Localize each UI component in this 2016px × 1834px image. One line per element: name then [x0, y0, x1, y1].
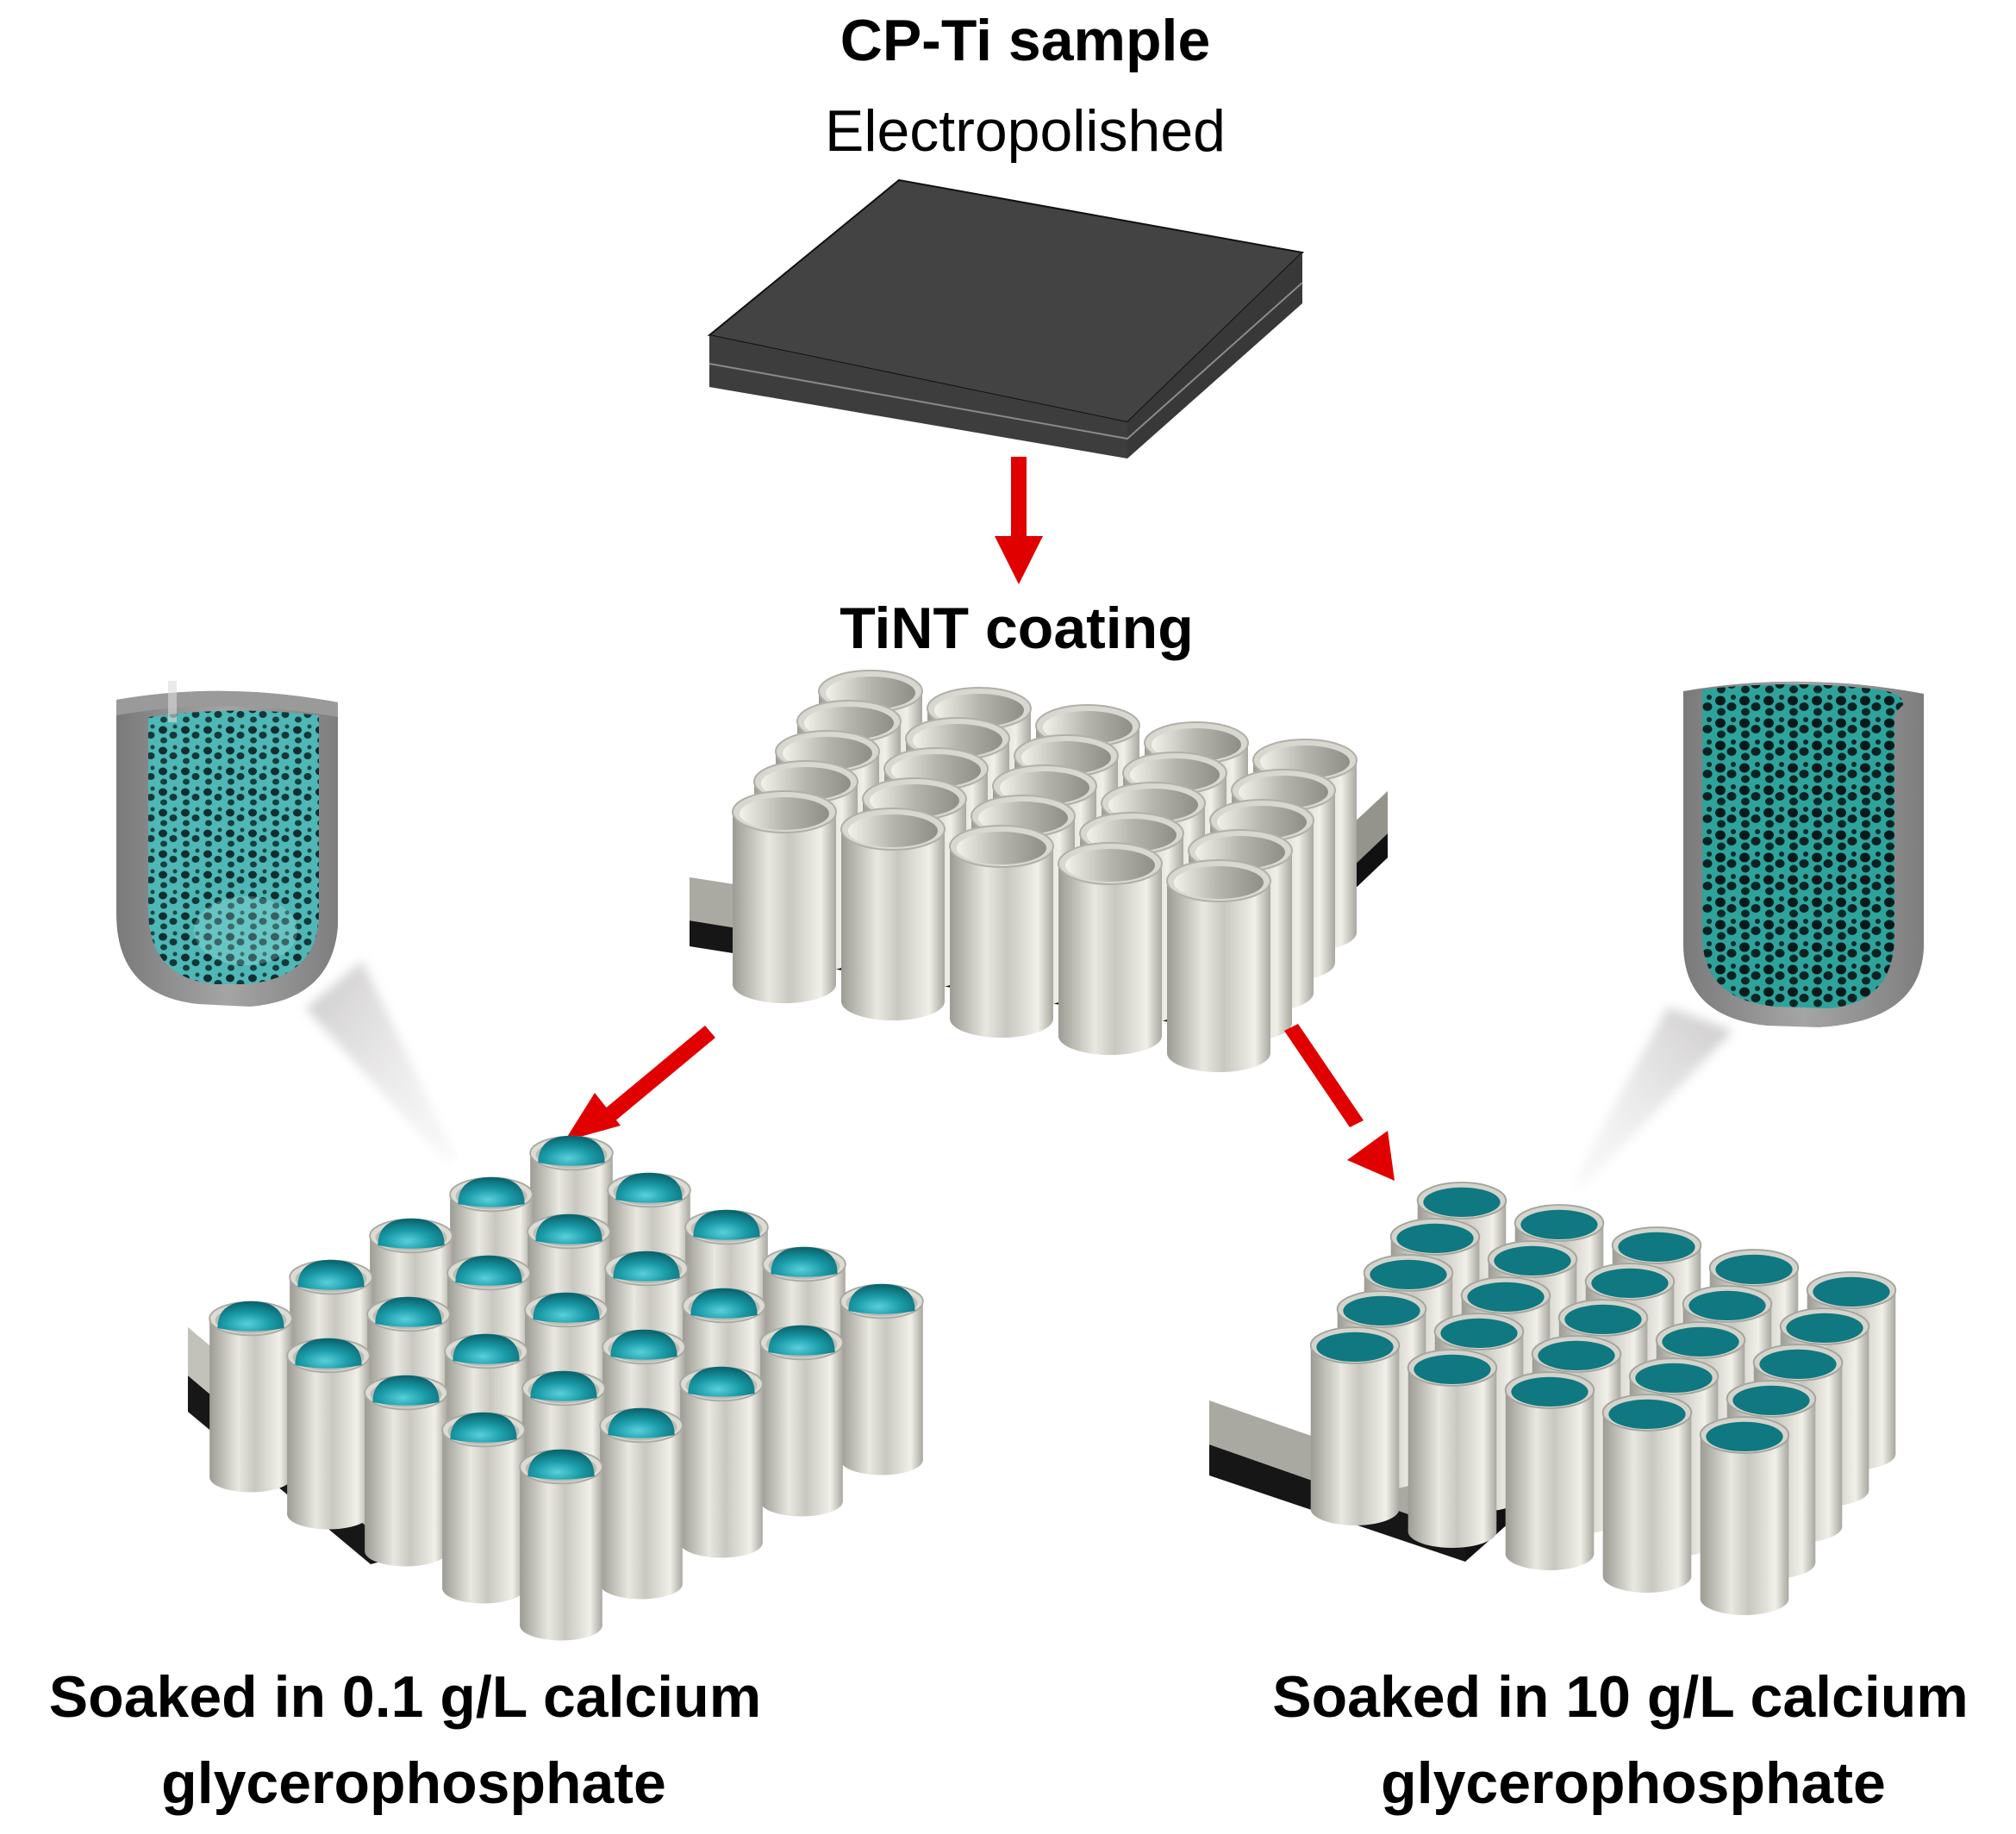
bottom-left-caption-line2: glycerophosphate — [161, 1750, 666, 1816]
nanotube — [840, 808, 946, 1021]
arrow-down-right-icon — [1284, 1024, 1395, 1181]
bottom-right-caption-line1: Soaked in 10 g/L calcium — [1272, 1664, 1969, 1730]
cp-ti-sample-plate — [707, 178, 1305, 458]
nanotube — [949, 825, 1054, 1039]
nanotube — [519, 1448, 603, 1642]
nanotube — [599, 1407, 683, 1600]
nanotube — [286, 1337, 371, 1531]
nanotube — [364, 1374, 448, 1568]
nanotube — [1407, 1349, 1498, 1549]
right-inset-nanotube-cross-section — [1683, 681, 1924, 1027]
top-stage-title: CP-Ti sample — [839, 8, 1211, 73]
left-inset-nanotube-cross-section — [116, 681, 338, 1007]
middle-stage-title: TiNT coating — [839, 596, 1194, 661]
nanotube — [679, 1365, 764, 1559]
nanotube — [759, 1324, 844, 1518]
nanotube — [1601, 1394, 1693, 1594]
bottom-right-caption-line2: glycerophosphate — [1381, 1750, 1886, 1816]
arrow-down-icon — [995, 457, 1043, 584]
nanotube — [732, 790, 837, 1004]
nanotube — [1058, 842, 1163, 1056]
bottom-left-nanotubes-partial-fill — [209, 1134, 924, 1642]
top-stage-subtitle: Electropolished — [825, 98, 1226, 164]
arrow-down-left-icon — [565, 1026, 715, 1141]
left-zoom-cone — [306, 961, 457, 1163]
nanotube — [1504, 1371, 1595, 1571]
nanotube — [839, 1282, 924, 1476]
nanotube — [209, 1300, 293, 1494]
tint-nanotubes — [732, 670, 1358, 1073]
nanotube — [441, 1411, 526, 1605]
nanotube — [1309, 1326, 1401, 1526]
nanotube — [1699, 1416, 1790, 1616]
right-zoom-cone — [1573, 1007, 1732, 1189]
nanotube — [1166, 859, 1271, 1073]
bottom-right-nanotubes-full-fill — [1309, 1182, 1897, 1616]
bottom-left-caption-line1: Soaked in 0.1 g/L calcium — [48, 1664, 762, 1730]
